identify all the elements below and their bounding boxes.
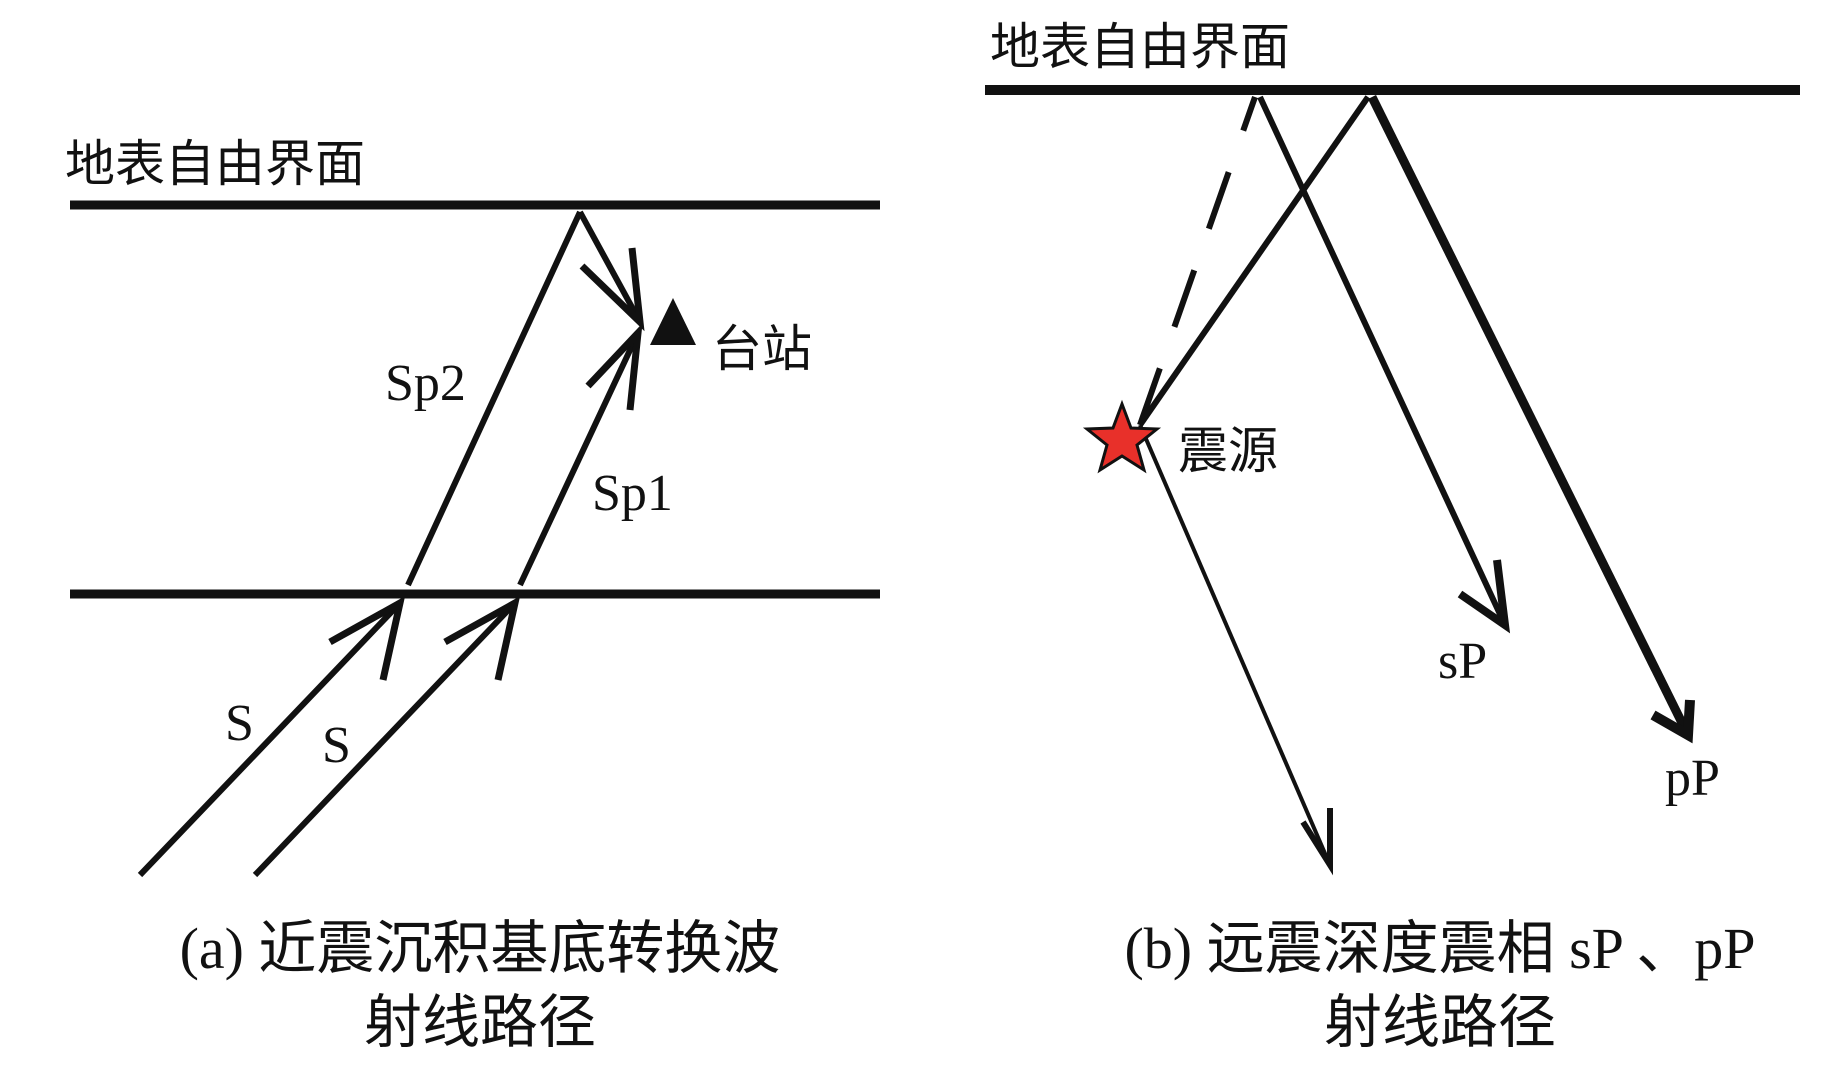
panel-a-caption-line1: (a) 近震沉积基底转换波	[180, 916, 781, 981]
station-label: 台站	[712, 320, 812, 378]
panel-a-caption-line2: 射线路径	[364, 990, 596, 1055]
source-label: 震源	[1178, 422, 1278, 480]
direct-p-ray	[1138, 424, 1333, 876]
solid-upgoing-ray	[1137, 95, 1371, 427]
s-ray-left	[137, 596, 406, 878]
panel-a: 地表自由界面 台站 Sp2 Sp1 S S (a) 近震沉积基底转换波	[65, 135, 880, 1055]
sp2-ray	[405, 210, 645, 587]
panel-b-surface-label: 地表自由界面	[990, 18, 1290, 76]
s-left-label: S	[225, 695, 254, 752]
s-right-label: S	[322, 717, 351, 774]
panel-a-surface-label: 地表自由界面	[65, 135, 365, 193]
s-ray-right	[252, 596, 521, 878]
sp1-ray	[517, 323, 643, 587]
station-triangle-icon	[650, 298, 696, 345]
dashed-upgoing-ray	[1137, 96, 1258, 426]
source-star-icon	[1082, 399, 1162, 474]
sp-ray	[1257, 95, 1511, 634]
panel-b-caption-line2: 射线路径	[1324, 990, 1556, 1055]
sp-label: sP	[1438, 633, 1487, 690]
pp-label: pP	[1665, 750, 1720, 807]
panel-b: 地表自由界面 震源 sP pP (b) 远震深度震相 sP 、pP 射线路径	[985, 18, 1800, 1055]
sp1-label: Sp1	[592, 465, 673, 522]
pp-ray	[1367, 95, 1695, 744]
sp2-label: Sp2	[385, 355, 466, 412]
panel-b-caption-line1: (b) 远震深度震相 sP 、pP	[1124, 916, 1755, 981]
